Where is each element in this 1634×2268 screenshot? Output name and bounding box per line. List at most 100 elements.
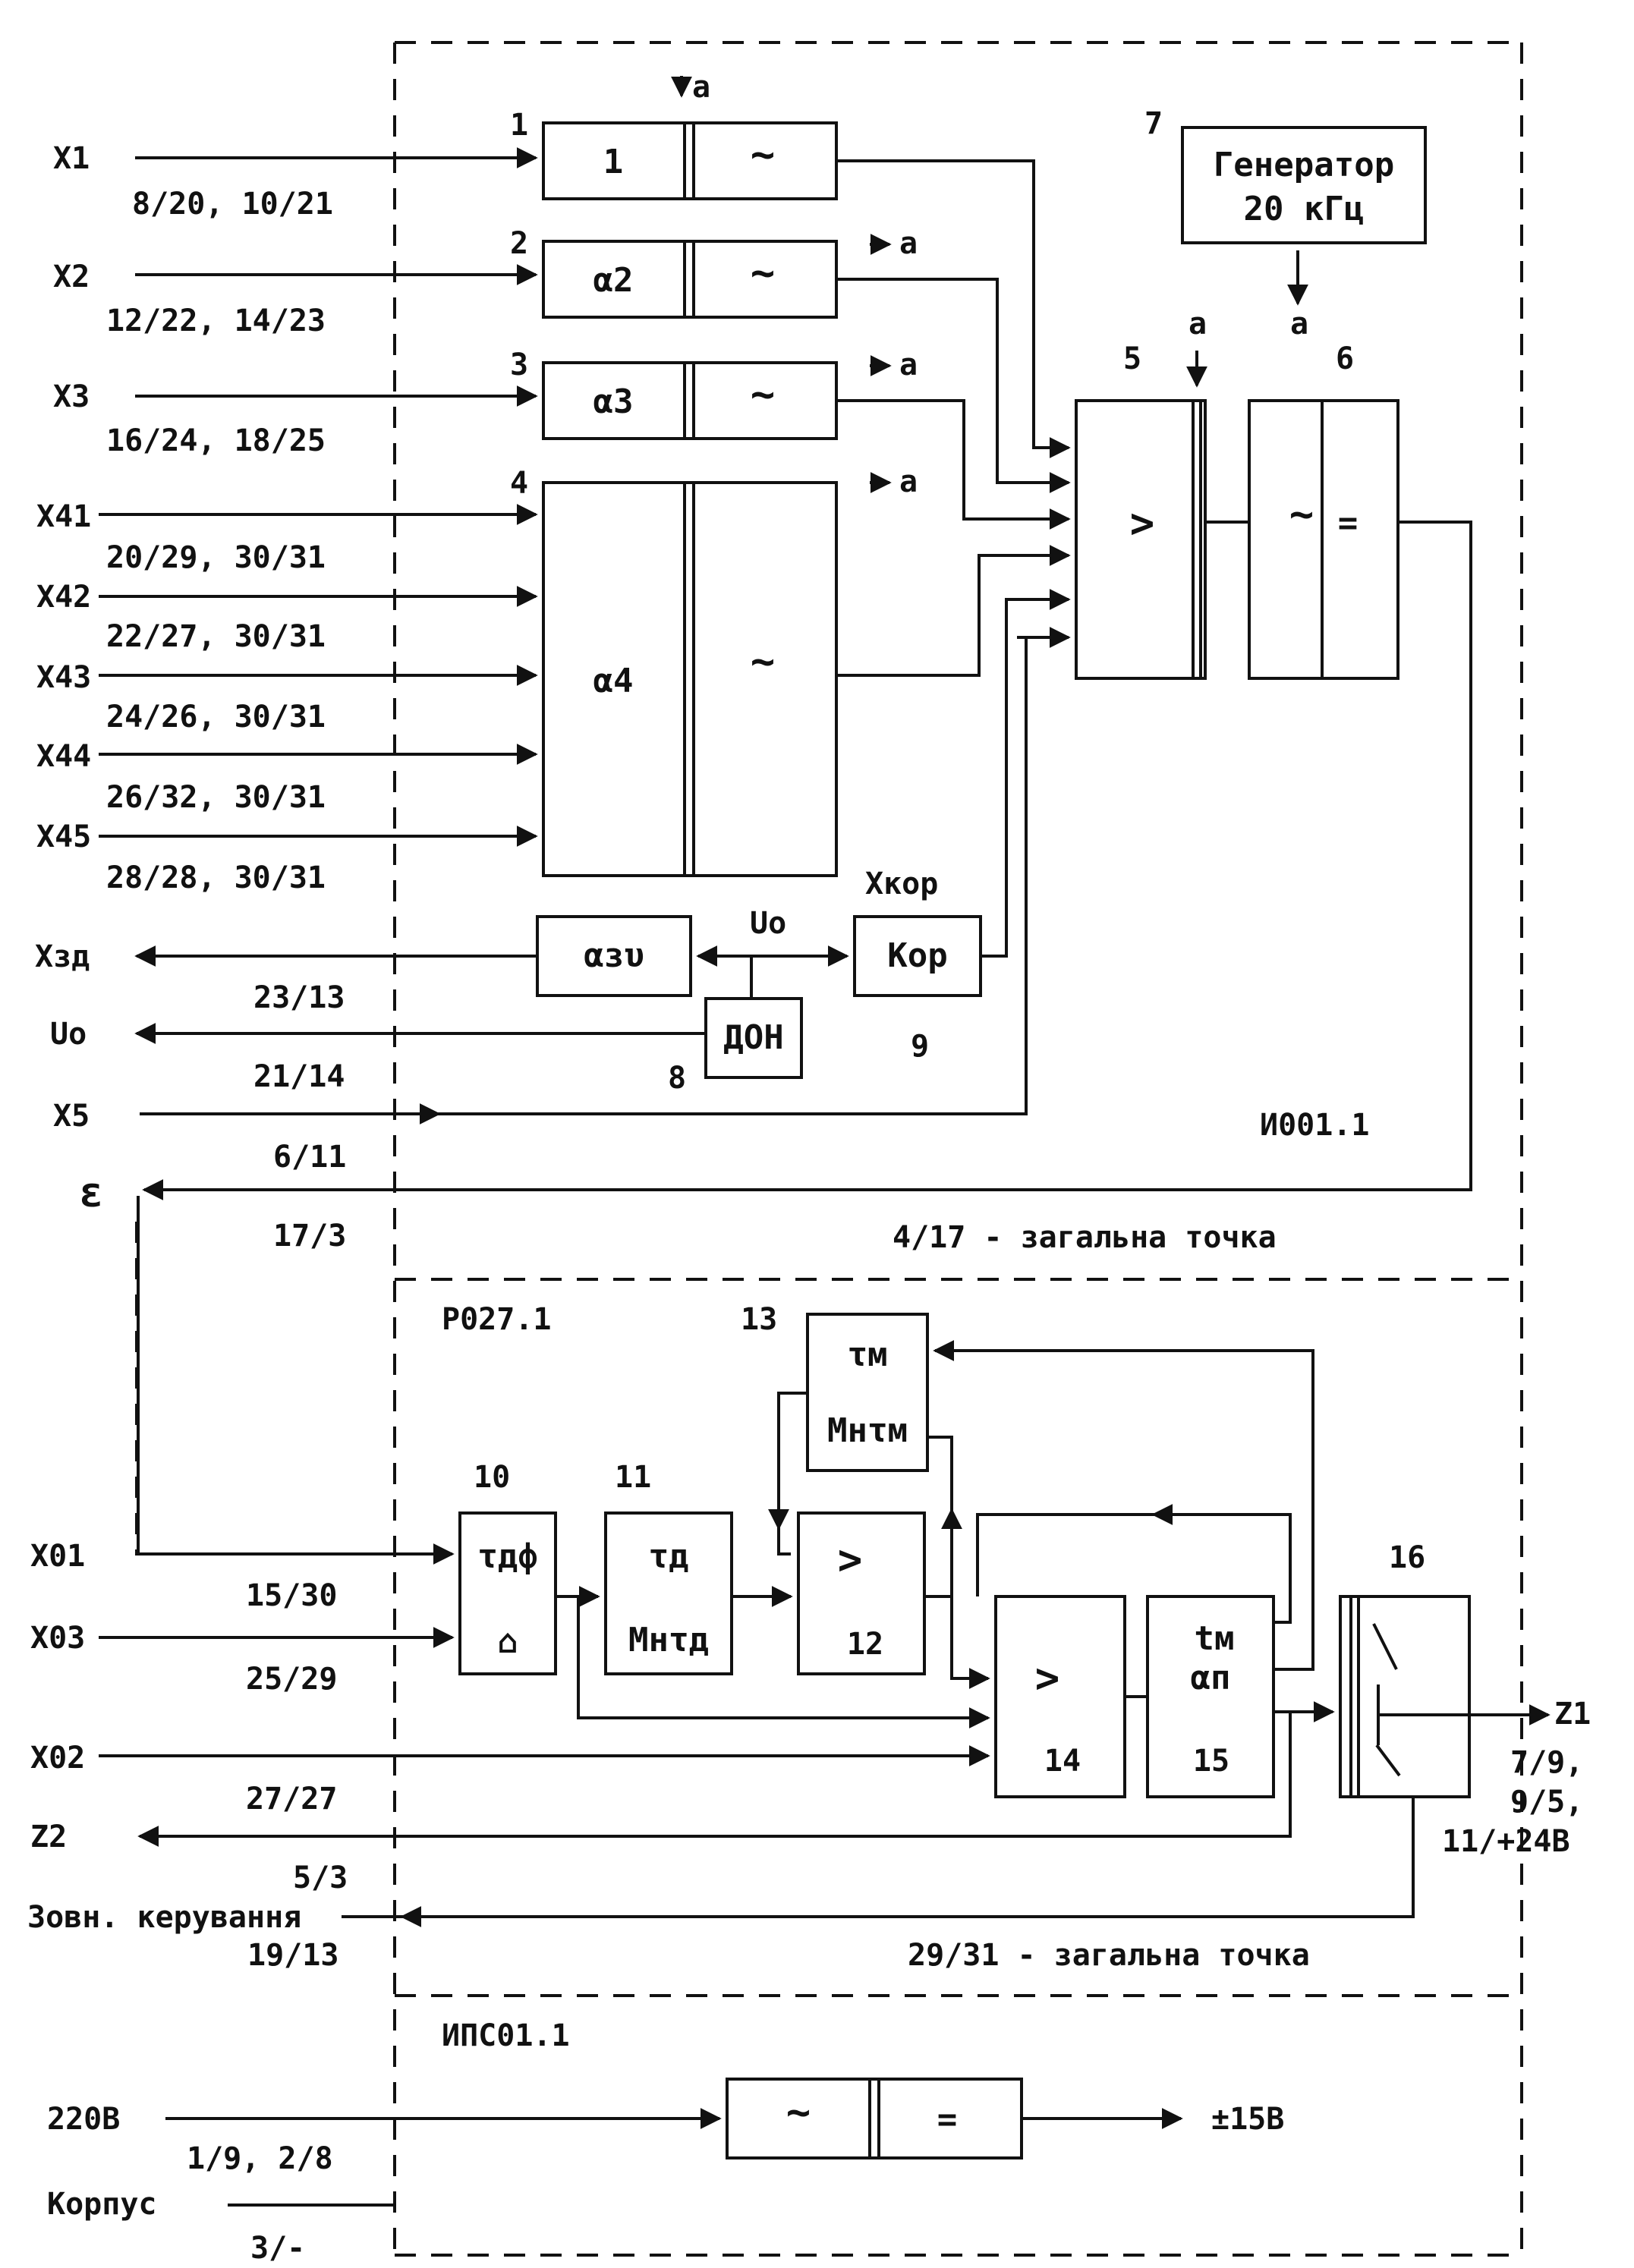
xkor-label: Xкор	[865, 867, 938, 901]
block-14-number: 14	[1044, 1744, 1081, 1779]
epsilon-pins: 17/3	[273, 1219, 346, 1254]
block-8-number: 8	[668, 1061, 686, 1096]
block-1-wave: ~	[751, 131, 776, 178]
output-15v-label: ±15B	[1211, 2102, 1284, 2137]
upper-wiring	[99, 147, 1472, 1554]
lower-wiring	[165, 2108, 1183, 2207]
block-4	[542, 481, 838, 877]
x1-label: X1	[53, 141, 90, 176]
block-14-top: >	[1035, 1654, 1060, 1702]
block-11-top: τд	[649, 1537, 689, 1576]
a-mark-5: a	[1189, 307, 1207, 341]
x42-pins: 22/27, 30/31	[106, 619, 326, 654]
epsilon-label: ε	[79, 1169, 104, 1216]
case-pins: 3/-	[250, 2231, 305, 2266]
block-1-label: 1	[603, 143, 624, 181]
a-mark-2: a	[899, 226, 918, 261]
block-15-top: tм	[1195, 1619, 1235, 1658]
generator-frequency: 20 кГц	[1244, 190, 1365, 228]
block-15	[1146, 1595, 1275, 1798]
block-13-number: 13	[741, 1302, 777, 1337]
block-16-relay	[1339, 1595, 1471, 1798]
block-11-bottom: Мнτд	[628, 1621, 709, 1659]
external-control-pins: 19/13	[247, 1938, 338, 1973]
power-dc: =	[937, 2100, 958, 2139]
block-12	[797, 1511, 926, 1675]
block-12-number: 12	[847, 1627, 883, 1662]
z1-pins-2: 9/5,	[1510, 1785, 1583, 1820]
block-azu-label: αзυ	[584, 936, 644, 975]
block-4-label: α4	[593, 662, 634, 700]
v220-label: 220B	[47, 2102, 120, 2137]
x2-label: X2	[53, 260, 90, 294]
a-mark-3: a	[899, 348, 918, 382]
block-6-wave: ~	[1289, 490, 1314, 538]
xzd-label: Xзд	[35, 939, 90, 974]
power-supply-block	[726, 2078, 1023, 2159]
x5-pins: 6/11	[273, 1140, 346, 1175]
z2-label: Z2	[30, 1820, 67, 1854]
x44-label: X44	[36, 739, 91, 774]
block-13	[806, 1313, 929, 1472]
z1-pins-1: 7/9,	[1510, 1745, 1583, 1780]
block-11	[604, 1511, 733, 1675]
a-mark-4: a	[899, 464, 918, 499]
z2-pins: 5/3	[293, 1861, 348, 1895]
x41-label: X41	[36, 499, 91, 534]
block-1	[542, 121, 838, 200]
block-7-generator	[1181, 126, 1427, 244]
block-2-label: α2	[593, 261, 634, 300]
block-4-number: 4	[510, 466, 528, 501]
xzd-pins: 23/13	[253, 980, 345, 1015]
block-5-label: >	[1130, 499, 1155, 547]
x02-pins: 27/27	[246, 1782, 337, 1817]
v220-pins: 1/9, 2/8	[187, 2141, 333, 2176]
x03-label: X03	[30, 1621, 85, 1656]
middle-wiring	[99, 1340, 1551, 1927]
uo-pins: 21/14	[253, 1059, 345, 1094]
block-11-number: 11	[615, 1460, 651, 1495]
block-15-number: 15	[1193, 1744, 1229, 1779]
x43-pins: 24/26, 30/31	[106, 700, 326, 735]
block-10-number: 10	[474, 1460, 510, 1495]
block-10-top: τдф	[477, 1537, 537, 1576]
x01-label: X01	[30, 1539, 85, 1574]
block-3-wave: ~	[751, 370, 776, 418]
generator-title: Генератор	[1214, 146, 1394, 184]
block-3	[542, 361, 838, 440]
block-2-number: 2	[510, 226, 528, 261]
x45-pins: 28/28, 30/31	[106, 860, 326, 895]
block-5	[1075, 399, 1207, 680]
block-2-wave: ~	[751, 249, 776, 297]
x01-pins: 15/30	[246, 1578, 337, 1613]
block-14	[994, 1595, 1126, 1798]
x5-label: X5	[53, 1099, 90, 1134]
module-lower-name: ИПС01.1	[442, 2018, 570, 2053]
block-12-top: >	[838, 1536, 863, 1584]
uo-node-label: Uo	[750, 906, 786, 941]
block-10-bottom: ⌂	[498, 1622, 518, 1661]
block-5-number: 5	[1123, 341, 1141, 376]
block-6-dc: =	[1338, 504, 1359, 543]
block-kor-label: Кор	[887, 936, 947, 975]
block-6-number: 6	[1336, 341, 1354, 376]
x1-pins: 8/20, 10/21	[132, 187, 333, 222]
block-13-bottom: Мнτм	[827, 1411, 908, 1450]
x45-label: X45	[36, 819, 91, 854]
block-don-label: ДОН	[723, 1018, 783, 1057]
z1-pins-3: 11/+24B	[1442, 1824, 1570, 1859]
a-mark-gen: a	[1290, 307, 1308, 341]
x43-label: X43	[36, 660, 91, 695]
case-label: Корпус	[47, 2187, 157, 2222]
block-7-number: 7	[1144, 106, 1163, 141]
block-kor	[853, 915, 982, 997]
a-mark-1: a	[692, 70, 710, 105]
x03-pins: 25/29	[246, 1662, 337, 1697]
common-point-middle: 29/31 - загальна точка	[908, 1938, 1310, 1973]
x42-label: X42	[36, 580, 91, 615]
x44-pins: 26/32, 30/31	[106, 780, 326, 815]
x2-pins: 12/22, 14/23	[106, 304, 326, 338]
common-point-upper: 4/17 - загальна точка	[893, 1220, 1277, 1255]
block-2	[542, 240, 838, 319]
